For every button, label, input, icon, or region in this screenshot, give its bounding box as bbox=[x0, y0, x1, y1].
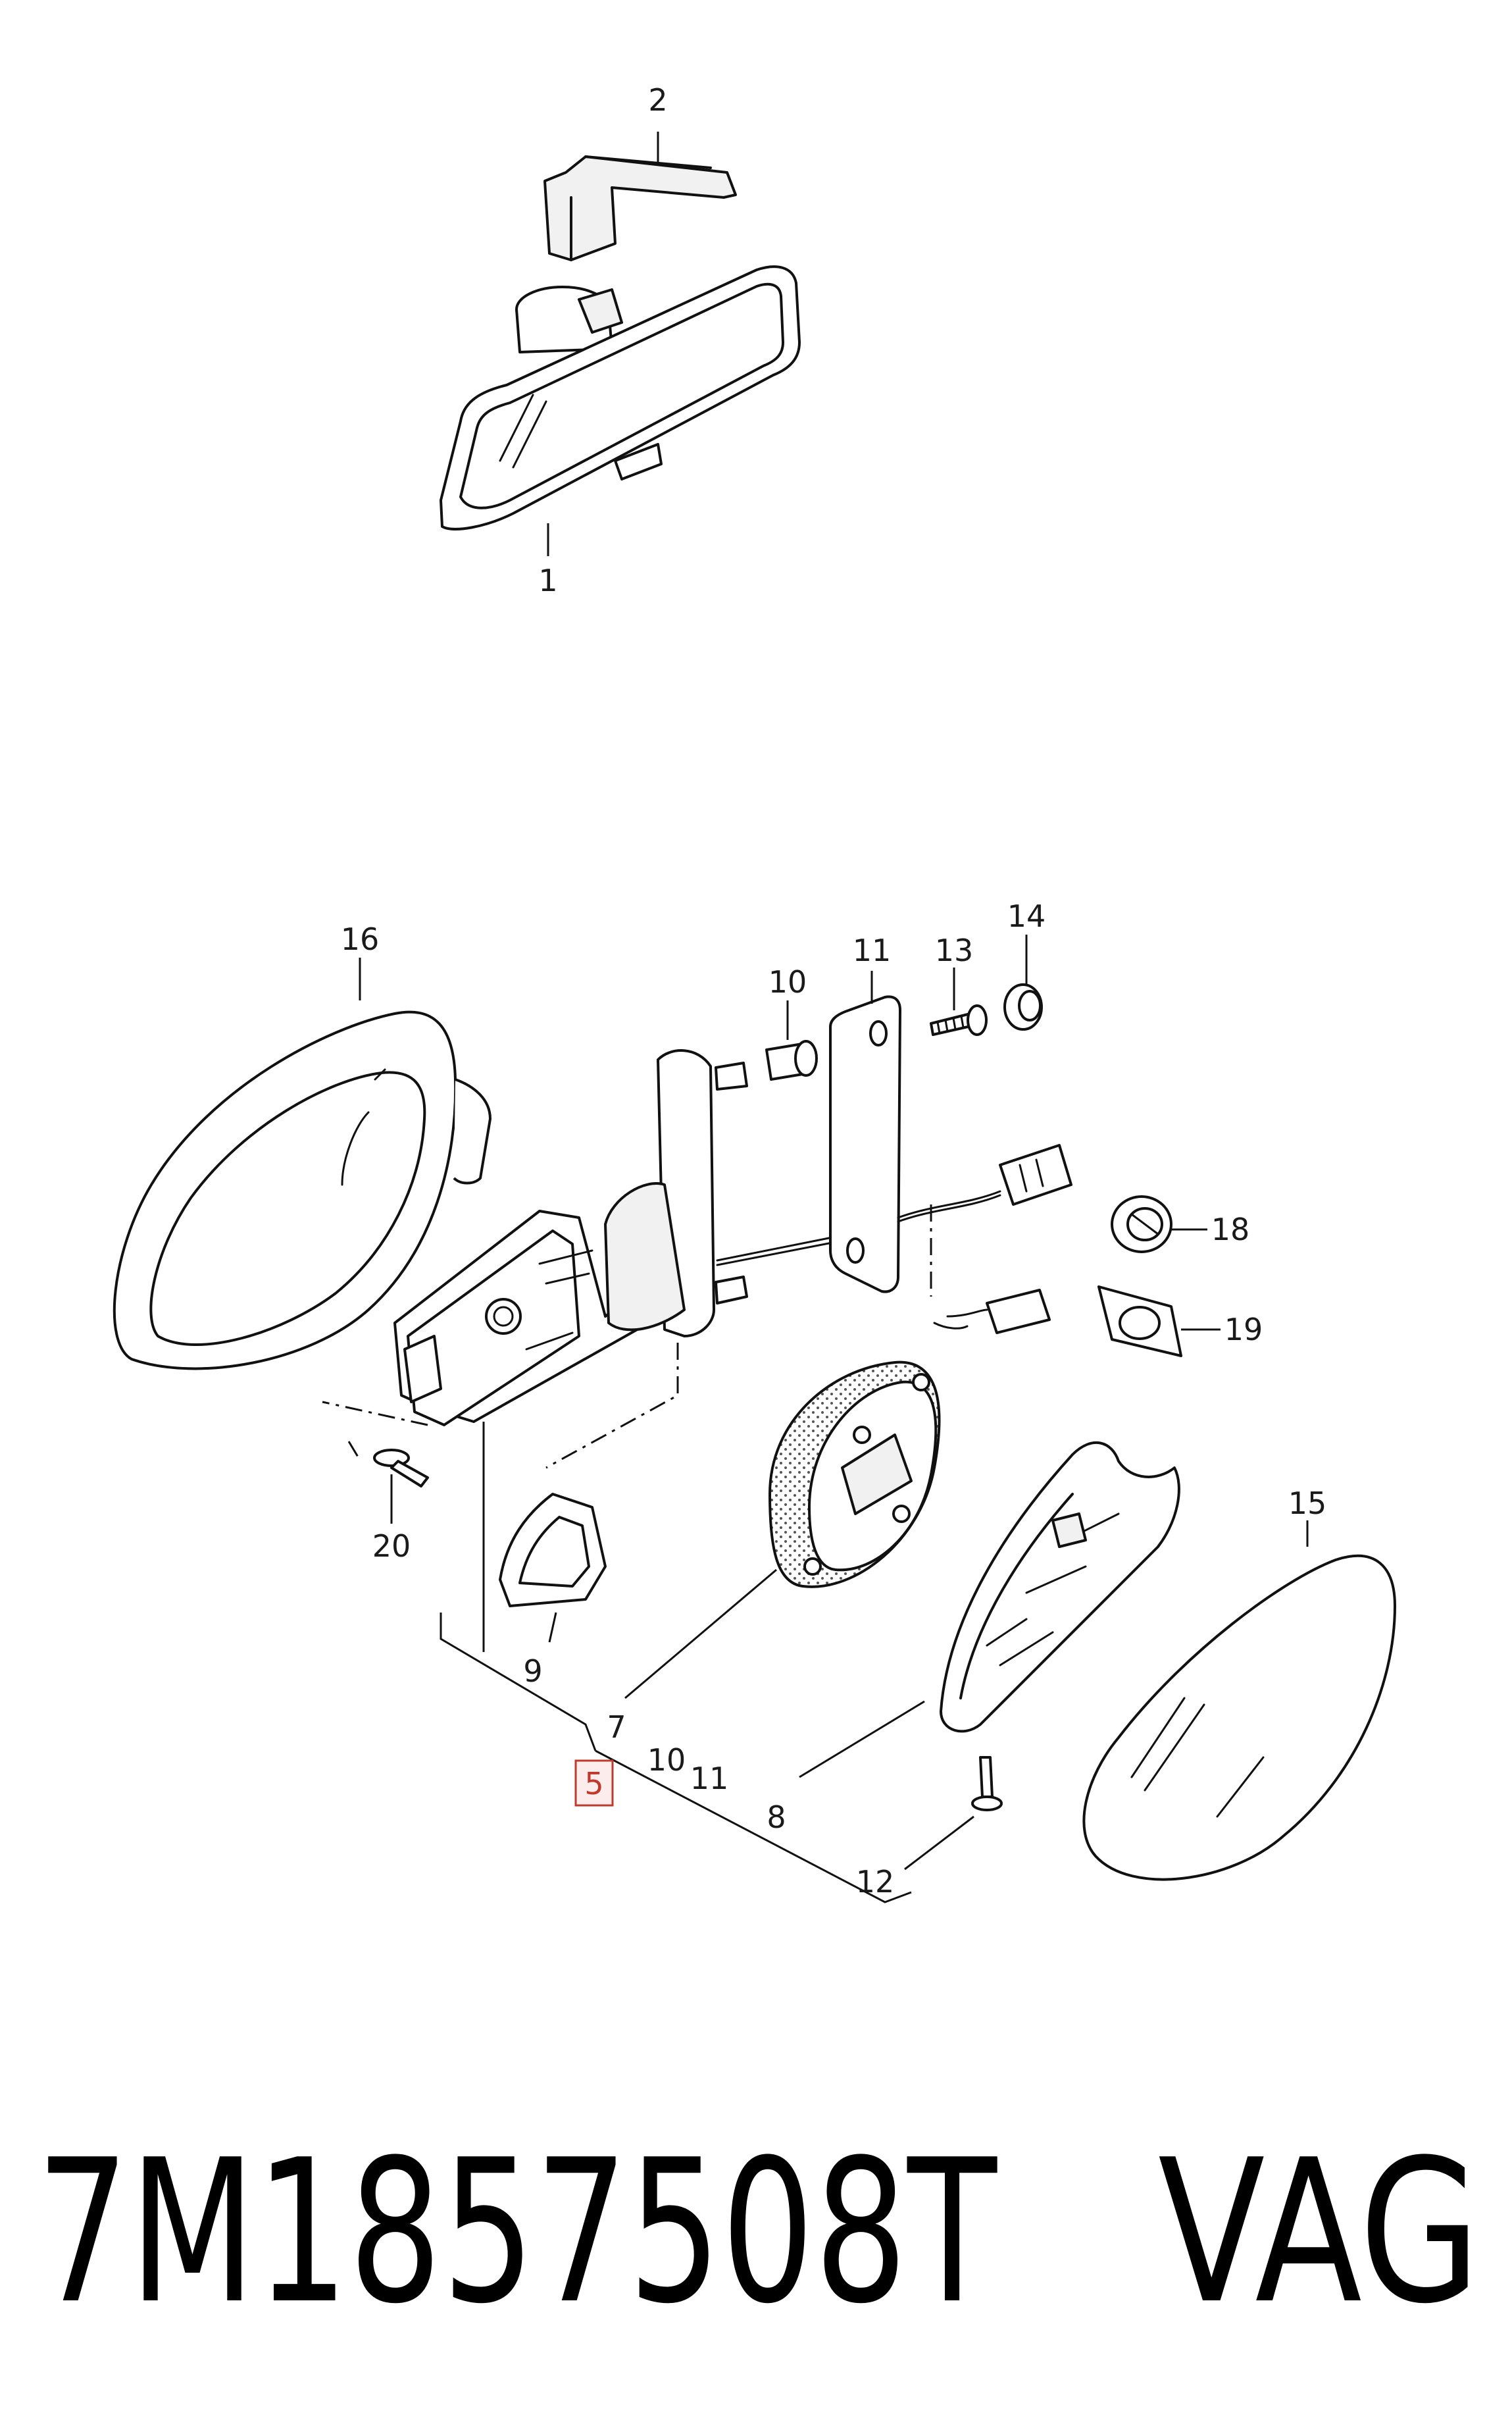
callout-20: 20 bbox=[372, 1528, 411, 1564]
callout-7: 7 bbox=[607, 1709, 626, 1745]
callout-12: 12 bbox=[856, 1864, 895, 1900]
interior-rear-view-mirror bbox=[440, 265, 801, 530]
callout-18: 18 bbox=[1211, 1212, 1250, 1247]
mirror-carrier bbox=[940, 1441, 1180, 1733]
callout-15: 15 bbox=[1288, 1486, 1327, 1521]
cover-piece bbox=[499, 1493, 607, 1607]
leader-lines bbox=[359, 132, 1309, 1903]
mirror-housing-cap bbox=[113, 1010, 491, 1370]
mirror-base-unit bbox=[393, 1049, 834, 1426]
screw-20 bbox=[373, 1449, 429, 1487]
callout-10-bottom: 10 bbox=[647, 1742, 686, 1778]
bulb-holder bbox=[1111, 1195, 1172, 1253]
brand-name: VAG bbox=[1158, 2117, 1480, 2347]
callout-8: 8 bbox=[767, 1799, 786, 1835]
screw-12 bbox=[971, 1756, 1003, 1811]
callout-19: 19 bbox=[1224, 1312, 1263, 1347]
mirror-actuator bbox=[768, 1360, 941, 1588]
callout-numbers: 2 1 16 10 11 13 14 18 19 20 15 9 7 5 10 … bbox=[341, 82, 1327, 1900]
callout-2: 2 bbox=[648, 82, 667, 118]
mirror-bracket bbox=[543, 155, 737, 261]
callout-16: 16 bbox=[341, 921, 380, 957]
callout-11-top: 11 bbox=[853, 933, 892, 968]
callout-9: 9 bbox=[523, 1653, 542, 1689]
bolt bbox=[930, 1004, 988, 1036]
mounting-plate bbox=[829, 995, 901, 1293]
callout-5: 5 bbox=[584, 1766, 603, 1801]
callout-10-top: 10 bbox=[769, 964, 807, 1000]
part-number: 7M1857508T bbox=[36, 2117, 999, 2347]
rubber-bushing bbox=[765, 1040, 818, 1081]
callout-box-5 bbox=[574, 1759, 614, 1807]
wiring-harness bbox=[897, 1144, 1072, 1334]
callout-1: 1 bbox=[538, 563, 557, 598]
mirror-glass bbox=[1082, 1554, 1396, 1881]
indicator-gasket bbox=[1097, 1285, 1182, 1357]
nut bbox=[1003, 983, 1043, 1031]
callout-11-bottom: 11 bbox=[690, 1761, 729, 1796]
callout-13: 13 bbox=[935, 933, 974, 968]
callout-14: 14 bbox=[1007, 898, 1046, 934]
assembly-lines bbox=[322, 1343, 679, 1469]
